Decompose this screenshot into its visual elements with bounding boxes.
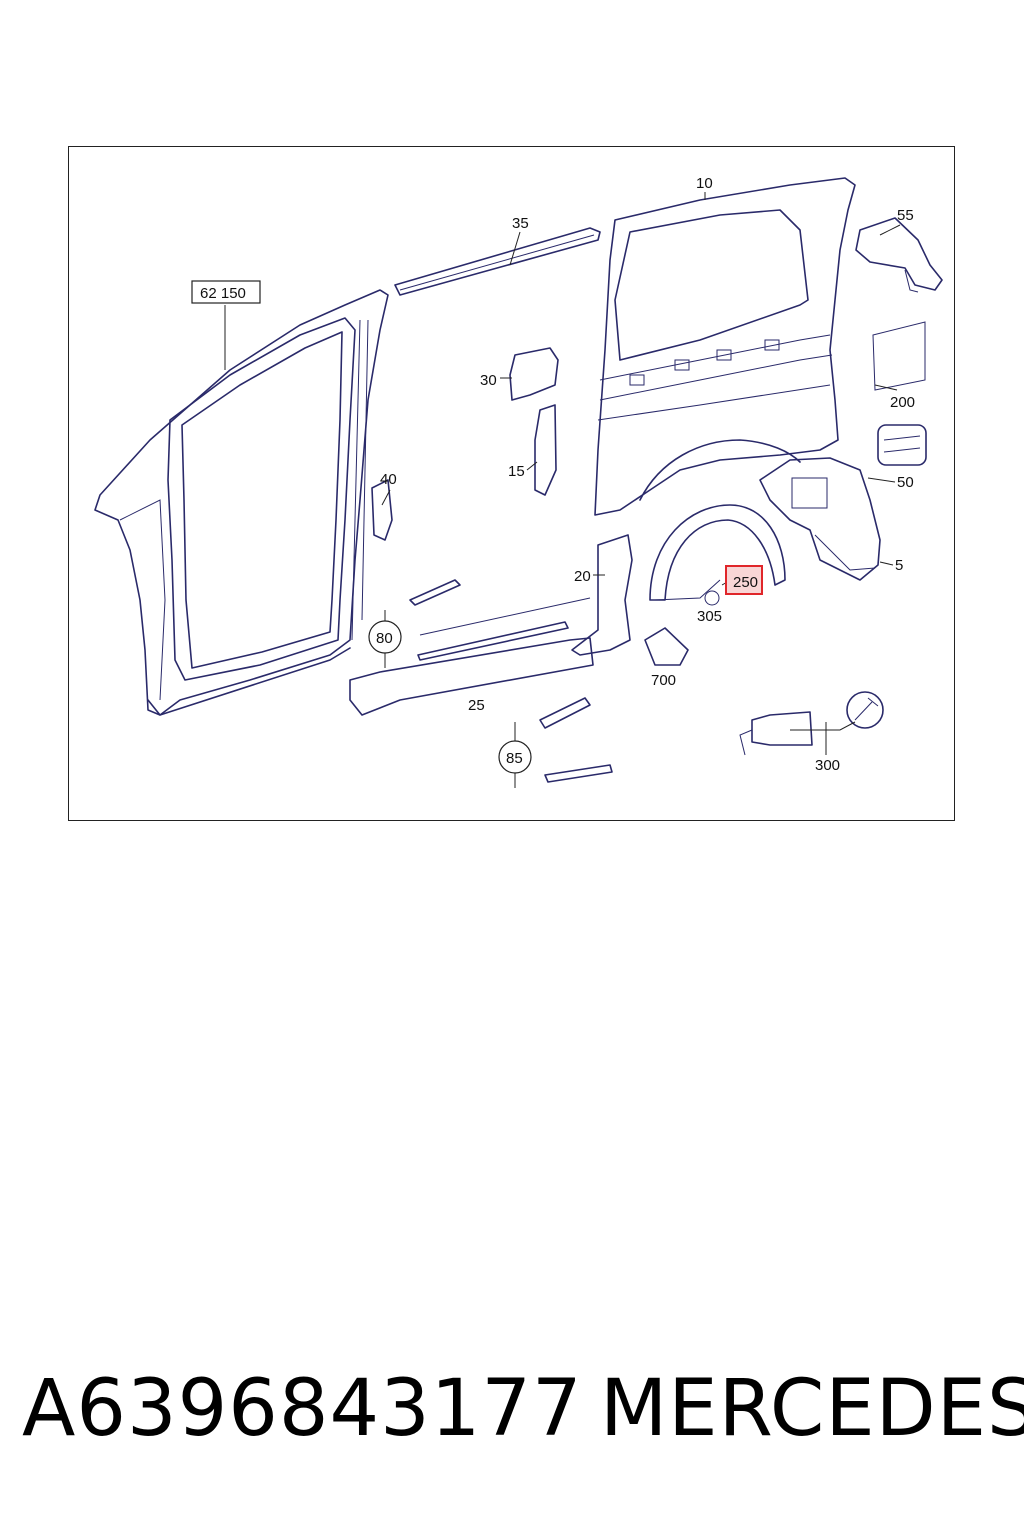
callout-300: 300: [815, 757, 840, 774]
callout-80: 80: [376, 630, 393, 647]
callout-25: 25: [468, 697, 485, 714]
callout-20: 20: [574, 568, 591, 585]
part-15: [534, 404, 557, 496]
callout-250: 250: [733, 574, 758, 591]
part-85: [514, 697, 613, 788]
callout-40: 40: [380, 471, 397, 488]
callout-labels: 62 150 35 10 55 30 200 15 40 50 5 20 250…: [191, 175, 915, 774]
callout-700: 700: [651, 672, 676, 689]
callout-50: 50: [897, 474, 914, 491]
callout-35: 35: [512, 215, 529, 232]
part-305: [704, 590, 720, 606]
part-50: [877, 424, 927, 466]
callout-80-circle: [368, 620, 402, 654]
roof-rail: [394, 227, 601, 296]
callout-5: 5: [895, 557, 903, 574]
rear-side-panel: [594, 177, 856, 516]
callout-55: 55: [897, 207, 914, 224]
part-200: [872, 321, 926, 391]
ref-62150-box: [191, 280, 261, 304]
callout-15: 15: [508, 463, 525, 480]
part-20: [571, 534, 633, 656]
part-300: [739, 691, 884, 756]
part-40: [371, 479, 393, 541]
part-number-text: A6396843177: [22, 1364, 583, 1454]
callout-10: 10: [696, 175, 713, 192]
part-5: [759, 457, 881, 581]
highlight-250-box: [725, 565, 763, 595]
part-55: [855, 217, 943, 293]
callout-305: 305: [697, 608, 722, 625]
diagram-frame: [68, 146, 955, 821]
callout-62150: 62 150: [200, 285, 246, 302]
part-30: [509, 347, 559, 401]
brand-text: MERCEDES: [600, 1364, 1024, 1454]
part-700: [644, 627, 689, 666]
callout-85: 85: [506, 750, 523, 767]
part-80: [384, 579, 591, 668]
leader-lines: [224, 192, 901, 755]
part-250: [649, 504, 786, 601]
front-door-frame: [94, 289, 389, 716]
callout-85-circle: [498, 740, 532, 774]
callout-30: 30: [480, 372, 497, 389]
callout-200: 200: [890, 394, 915, 411]
part-25: [349, 637, 594, 716]
